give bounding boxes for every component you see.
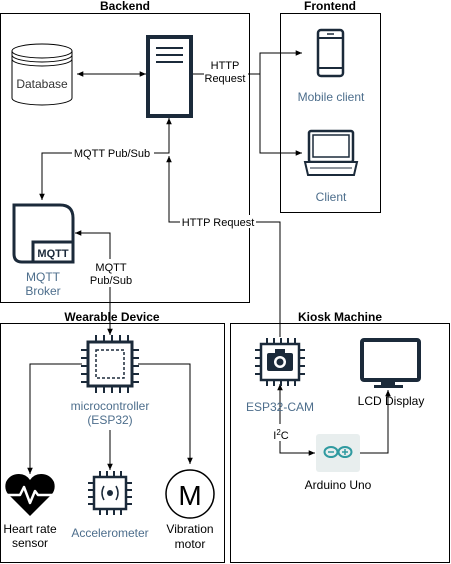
lcd-monitor-icon: [360, 338, 421, 388]
heart-rate-label-2: sensor: [12, 536, 48, 550]
edge-label-i2c: I2C: [273, 428, 289, 442]
edge-cam-arduino: [277, 384, 315, 456]
edge-mcu-heart: [27, 363, 82, 474]
edge-label-mqtt-pubsub2-2: Pub/Sub: [90, 275, 132, 287]
esp32-cam-chip-icon: [255, 338, 305, 386]
vibration-motor-label-2: motor: [175, 537, 206, 551]
edge-arduino-lcd: [360, 390, 391, 454]
mobile-phone-icon: [316, 28, 345, 78]
edge-server-client: [259, 74, 302, 156]
frontend-group: [280, 13, 381, 213]
mobile-client-label: Mobile client: [298, 90, 365, 104]
accelerometer-chip-icon: [88, 471, 132, 515]
edge-label-http-top-1: HTTP: [211, 60, 240, 72]
mqtt-broker-label-2: Broker: [25, 284, 60, 298]
edge-cam-server: [166, 156, 281, 337]
edge-label-http-top-2: Request: [205, 73, 246, 85]
edge-label-http-mid: HTTP Request: [182, 217, 255, 229]
esp32-cam-label: ESP32-CAM: [246, 400, 314, 414]
mqtt-chip-label: MQTT: [37, 248, 68, 260]
backend-title: Backend: [100, 0, 150, 13]
motor-symbol: M: [178, 480, 201, 511]
arduino-uno-label: Arduino Uno: [305, 478, 372, 492]
edge-broker-mcu: [75, 230, 113, 335]
edge-label-mqtt-pubsub: MQTT Pub/Sub: [74, 148, 150, 160]
arduino-logo-icon: [316, 434, 360, 472]
mqtt-broker-label-1: MQTT: [26, 270, 61, 284]
heart-rate-label-1: Heart rate: [3, 522, 57, 536]
frontend-title: Frontend: [304, 0, 356, 13]
motor-icon: [165, 469, 215, 519]
lcd-display-label: LCD Display: [358, 394, 425, 408]
mqtt-broker-icon: [12, 203, 75, 264]
database-icon: [11, 43, 73, 106]
kiosk-title: Kiosk Machine: [298, 310, 382, 324]
edge-label-mqtt-pubsub2-1: MQTT: [95, 262, 126, 274]
heart-rate-icon: [2, 474, 58, 516]
microcontroller-label-2: (ESP32): [87, 413, 132, 427]
kiosk-group: [230, 323, 450, 563]
microcontroller-chip-icon: [81, 335, 139, 393]
vibration-motor-label-1: Vibration: [166, 522, 213, 536]
server-icon: [146, 35, 193, 118]
microcontroller-label-1: microcontroller: [71, 399, 150, 413]
edge-mcu-motor: [138, 363, 193, 464]
backend-group: [0, 13, 250, 303]
wearable-title: Wearable Device: [64, 310, 159, 324]
database-label: Database: [16, 77, 68, 91]
client-label: Client: [316, 190, 347, 204]
desktop-computer-icon: [303, 129, 359, 176]
accelerometer-label: Accelerometer: [71, 526, 148, 540]
